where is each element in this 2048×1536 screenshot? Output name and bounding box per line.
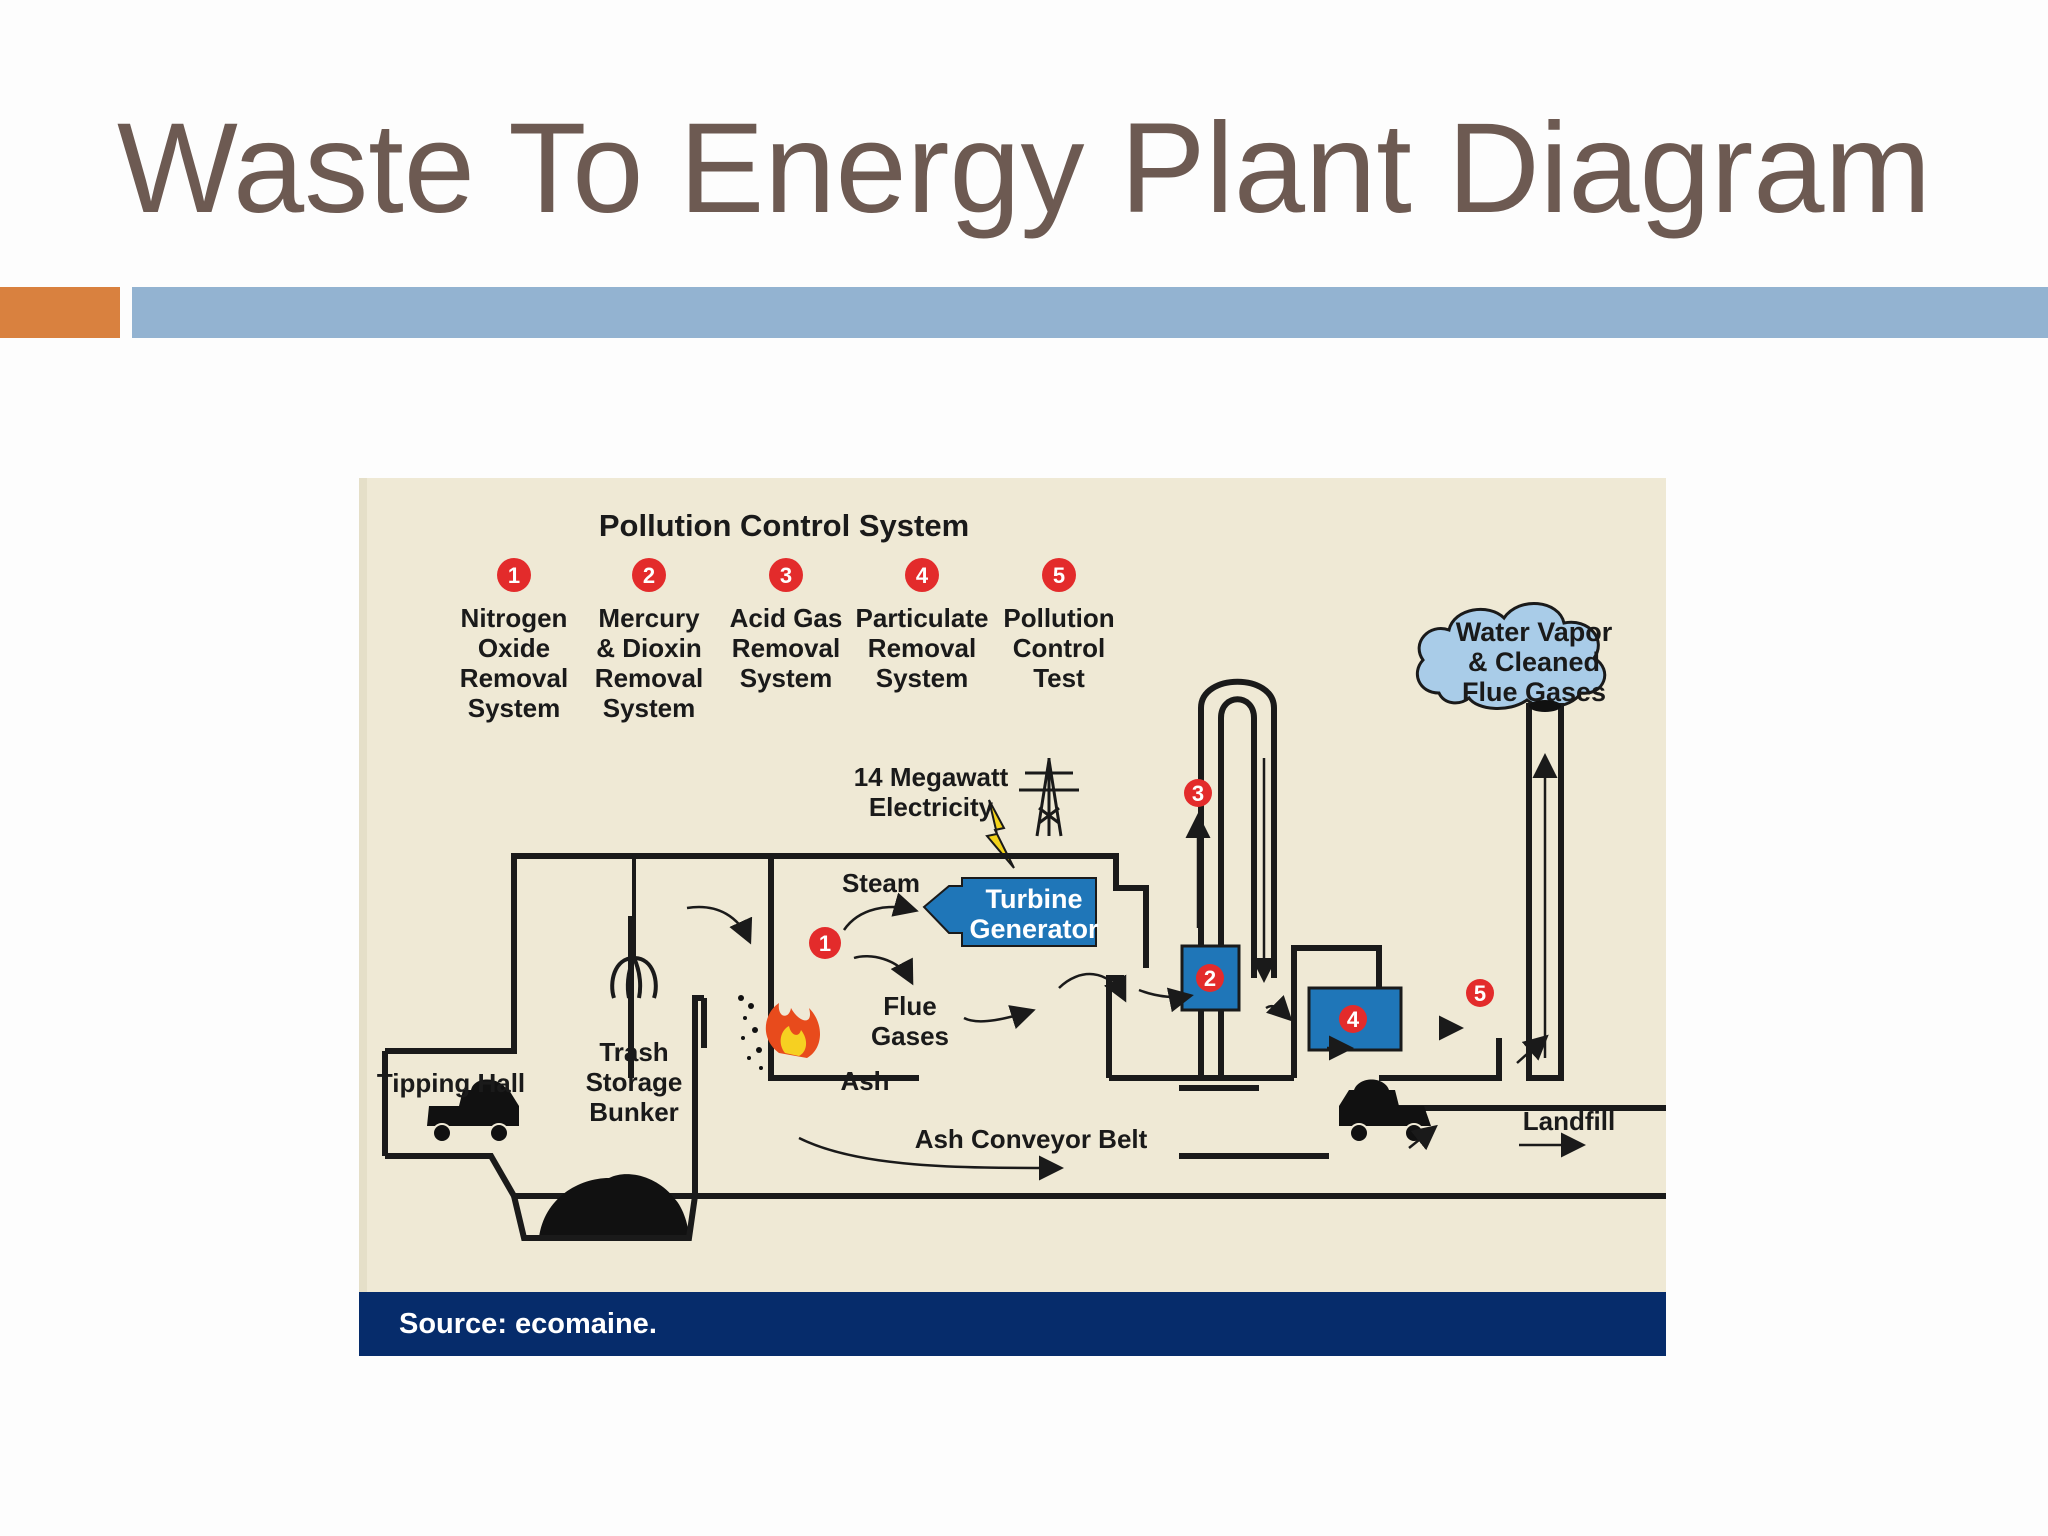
mercury-removal-unit: 2: [1180, 944, 1241, 1012]
svg-text:Test: Test: [1033, 663, 1085, 693]
plant-diagram-svg: Pollution Control System 1 2 3 4 5 Nitro…: [377, 508, 1666, 1241]
cloud-label-line1: Water Vapor: [1456, 617, 1613, 647]
flue-label-line1: Flue: [883, 991, 936, 1021]
plant-diagram: Pollution Control System 1 2 3 4 5 Nitro…: [359, 478, 1666, 1356]
turbine-generator: Turbine Generator: [922, 877, 1099, 947]
crane-claw-icon: [610, 856, 658, 999]
legend-badge-4: 4: [905, 558, 939, 592]
svg-text:2: 2: [1204, 966, 1216, 991]
svg-text:3: 3: [1192, 781, 1204, 806]
svg-text:Pollution: Pollution: [1003, 603, 1114, 633]
svg-text:Acid Gas: Acid Gas: [730, 603, 843, 633]
accent-bar-orange: [0, 287, 120, 338]
svg-text:2: 2: [643, 563, 655, 588]
source-credit: Source: ecomaine.: [399, 1308, 657, 1340]
svg-text:Removal: Removal: [460, 663, 568, 693]
legend-badge-5: 5: [1042, 558, 1076, 592]
legend-label-3: Acid Gas Removal System: [730, 603, 843, 693]
svg-text:Nitrogen: Nitrogen: [461, 603, 568, 633]
legend-label-4: Particulate Removal System: [856, 603, 989, 693]
svg-text:System: System: [468, 693, 561, 723]
svg-text:1: 1: [508, 563, 520, 588]
nitrogen-removal-badge: 1: [809, 927, 841, 959]
tipping-hall-label: Tipping Hall: [377, 1068, 525, 1098]
landfill-label: Landfill: [1523, 1106, 1615, 1136]
cloud-icon: Water Vapor & Cleaned Flue Gases: [1416, 602, 1613, 710]
particulate-removal-unit: 4: [1307, 986, 1403, 1052]
pollution-control-header: Pollution Control System: [599, 508, 969, 543]
bunker-pit: [511, 1195, 698, 1241]
legend-badge-1: 1: [497, 558, 531, 592]
svg-text:4: 4: [916, 563, 929, 588]
legend-label-2: Mercury & Dioxin Removal System: [595, 603, 703, 723]
legend-badge-3: 3: [769, 558, 803, 592]
acid-gas-badge: 3: [1184, 779, 1212, 807]
source-bar: Source: ecomaine.: [359, 1292, 1666, 1356]
fire-icon: [765, 1003, 821, 1058]
svg-text:3: 3: [780, 563, 792, 588]
stack-top: [1529, 700, 1561, 712]
svg-text:5: 5: [1053, 563, 1065, 588]
power-tower-icon: [1019, 758, 1079, 837]
truck-icon-left: [427, 1079, 519, 1143]
steam-label: Steam: [842, 868, 920, 898]
turbine-label-line2: Generator: [969, 914, 1099, 944]
flow-arrows: [686, 753, 1586, 1181]
svg-text:System: System: [876, 663, 969, 693]
svg-text:Removal: Removal: [868, 633, 976, 663]
truck-icon-right: [1339, 1079, 1431, 1143]
accent-bar-blue: [132, 287, 2048, 338]
svg-text:System: System: [603, 693, 696, 723]
legend-label-5: Pollution Control Test: [1003, 603, 1114, 693]
turbine-label-line1: Turbine: [986, 884, 1083, 914]
svg-text:Removal: Removal: [732, 633, 840, 663]
pollution-test-badge: 5: [1466, 979, 1494, 1007]
svg-text:System: System: [740, 663, 833, 693]
bunker-label-line3: Bunker: [589, 1097, 679, 1127]
svg-text:Removal: Removal: [595, 663, 703, 693]
bunker-label-line2: Storage: [586, 1067, 683, 1097]
conveyor-label: Ash Conveyor Belt: [915, 1124, 1148, 1154]
trash-pile-icon: [539, 1174, 689, 1238]
slide-title: Waste To Energy Plant Diagram: [116, 97, 1932, 240]
legend-label-1: Nitrogen Oxide Removal System: [460, 603, 568, 723]
electricity-label-line2: Electricity: [869, 792, 994, 822]
ash-label: Ash: [840, 1066, 889, 1096]
svg-text:5: 5: [1474, 981, 1486, 1006]
legend-badge-2: 2: [632, 558, 666, 592]
figure-edge: [359, 478, 367, 1356]
bunker-label-line1: Trash: [599, 1037, 668, 1067]
svg-text:Mercury: Mercury: [598, 603, 700, 633]
electricity-label-line1: 14 Megawatt: [854, 762, 1009, 792]
lightning-icon: [985, 799, 1015, 869]
cloud-label-line2: & Cleaned: [1468, 647, 1600, 677]
svg-text:& Dioxin: & Dioxin: [596, 633, 701, 663]
svg-text:Control: Control: [1013, 633, 1105, 663]
trash-debris: [738, 995, 763, 1070]
svg-text:Oxide: Oxide: [478, 633, 550, 663]
svg-text:4: 4: [1347, 1007, 1360, 1032]
svg-text:Particulate: Particulate: [856, 603, 989, 633]
svg-text:1: 1: [819, 931, 831, 956]
flue-label-line2: Gases: [871, 1021, 949, 1051]
scrubber-tower: [1179, 678, 1277, 1091]
